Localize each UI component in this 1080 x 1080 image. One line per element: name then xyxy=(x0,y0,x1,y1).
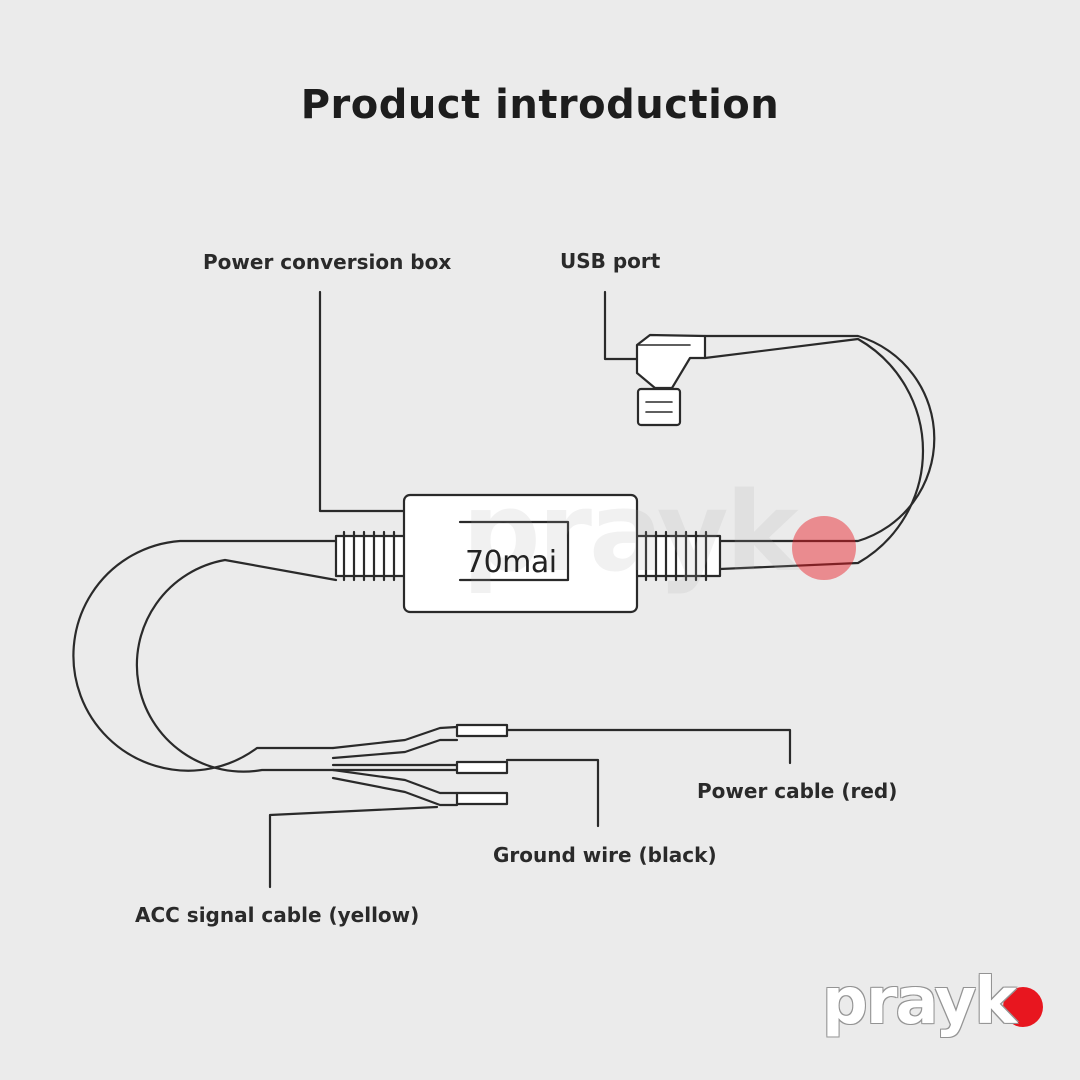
leader-line-power-box xyxy=(318,290,406,513)
label-power-cable: Power cable (red) xyxy=(697,779,898,803)
box-brand-text: 70mai xyxy=(465,545,557,580)
leader-line-power-cable xyxy=(505,728,792,765)
watermark-dot xyxy=(792,516,856,580)
watermark-text: prayk xyxy=(462,468,799,596)
leader-line-acc xyxy=(268,805,439,889)
page-title: Product introduction xyxy=(300,82,780,128)
left-cable-coil xyxy=(72,539,338,773)
split-wires xyxy=(331,723,509,807)
right-cable-coil xyxy=(703,334,936,571)
usb-connector xyxy=(635,333,707,427)
label-acc-signal-cable: ACC signal cable (yellow) xyxy=(135,903,420,927)
power-conversion-box xyxy=(402,493,639,614)
logo-dot xyxy=(1003,987,1043,1027)
brand-logo-text: prayk xyxy=(822,965,1017,1039)
label-usb-port: USB port xyxy=(560,249,661,273)
leader-line-ground xyxy=(505,758,600,828)
label-power-conversion-box: Power conversion box xyxy=(203,250,452,274)
right-strain-relief xyxy=(634,530,722,582)
left-strain-relief xyxy=(334,530,408,582)
label-ground-wire: Ground wire (black) xyxy=(493,843,717,867)
leader-line-usb xyxy=(603,290,639,361)
